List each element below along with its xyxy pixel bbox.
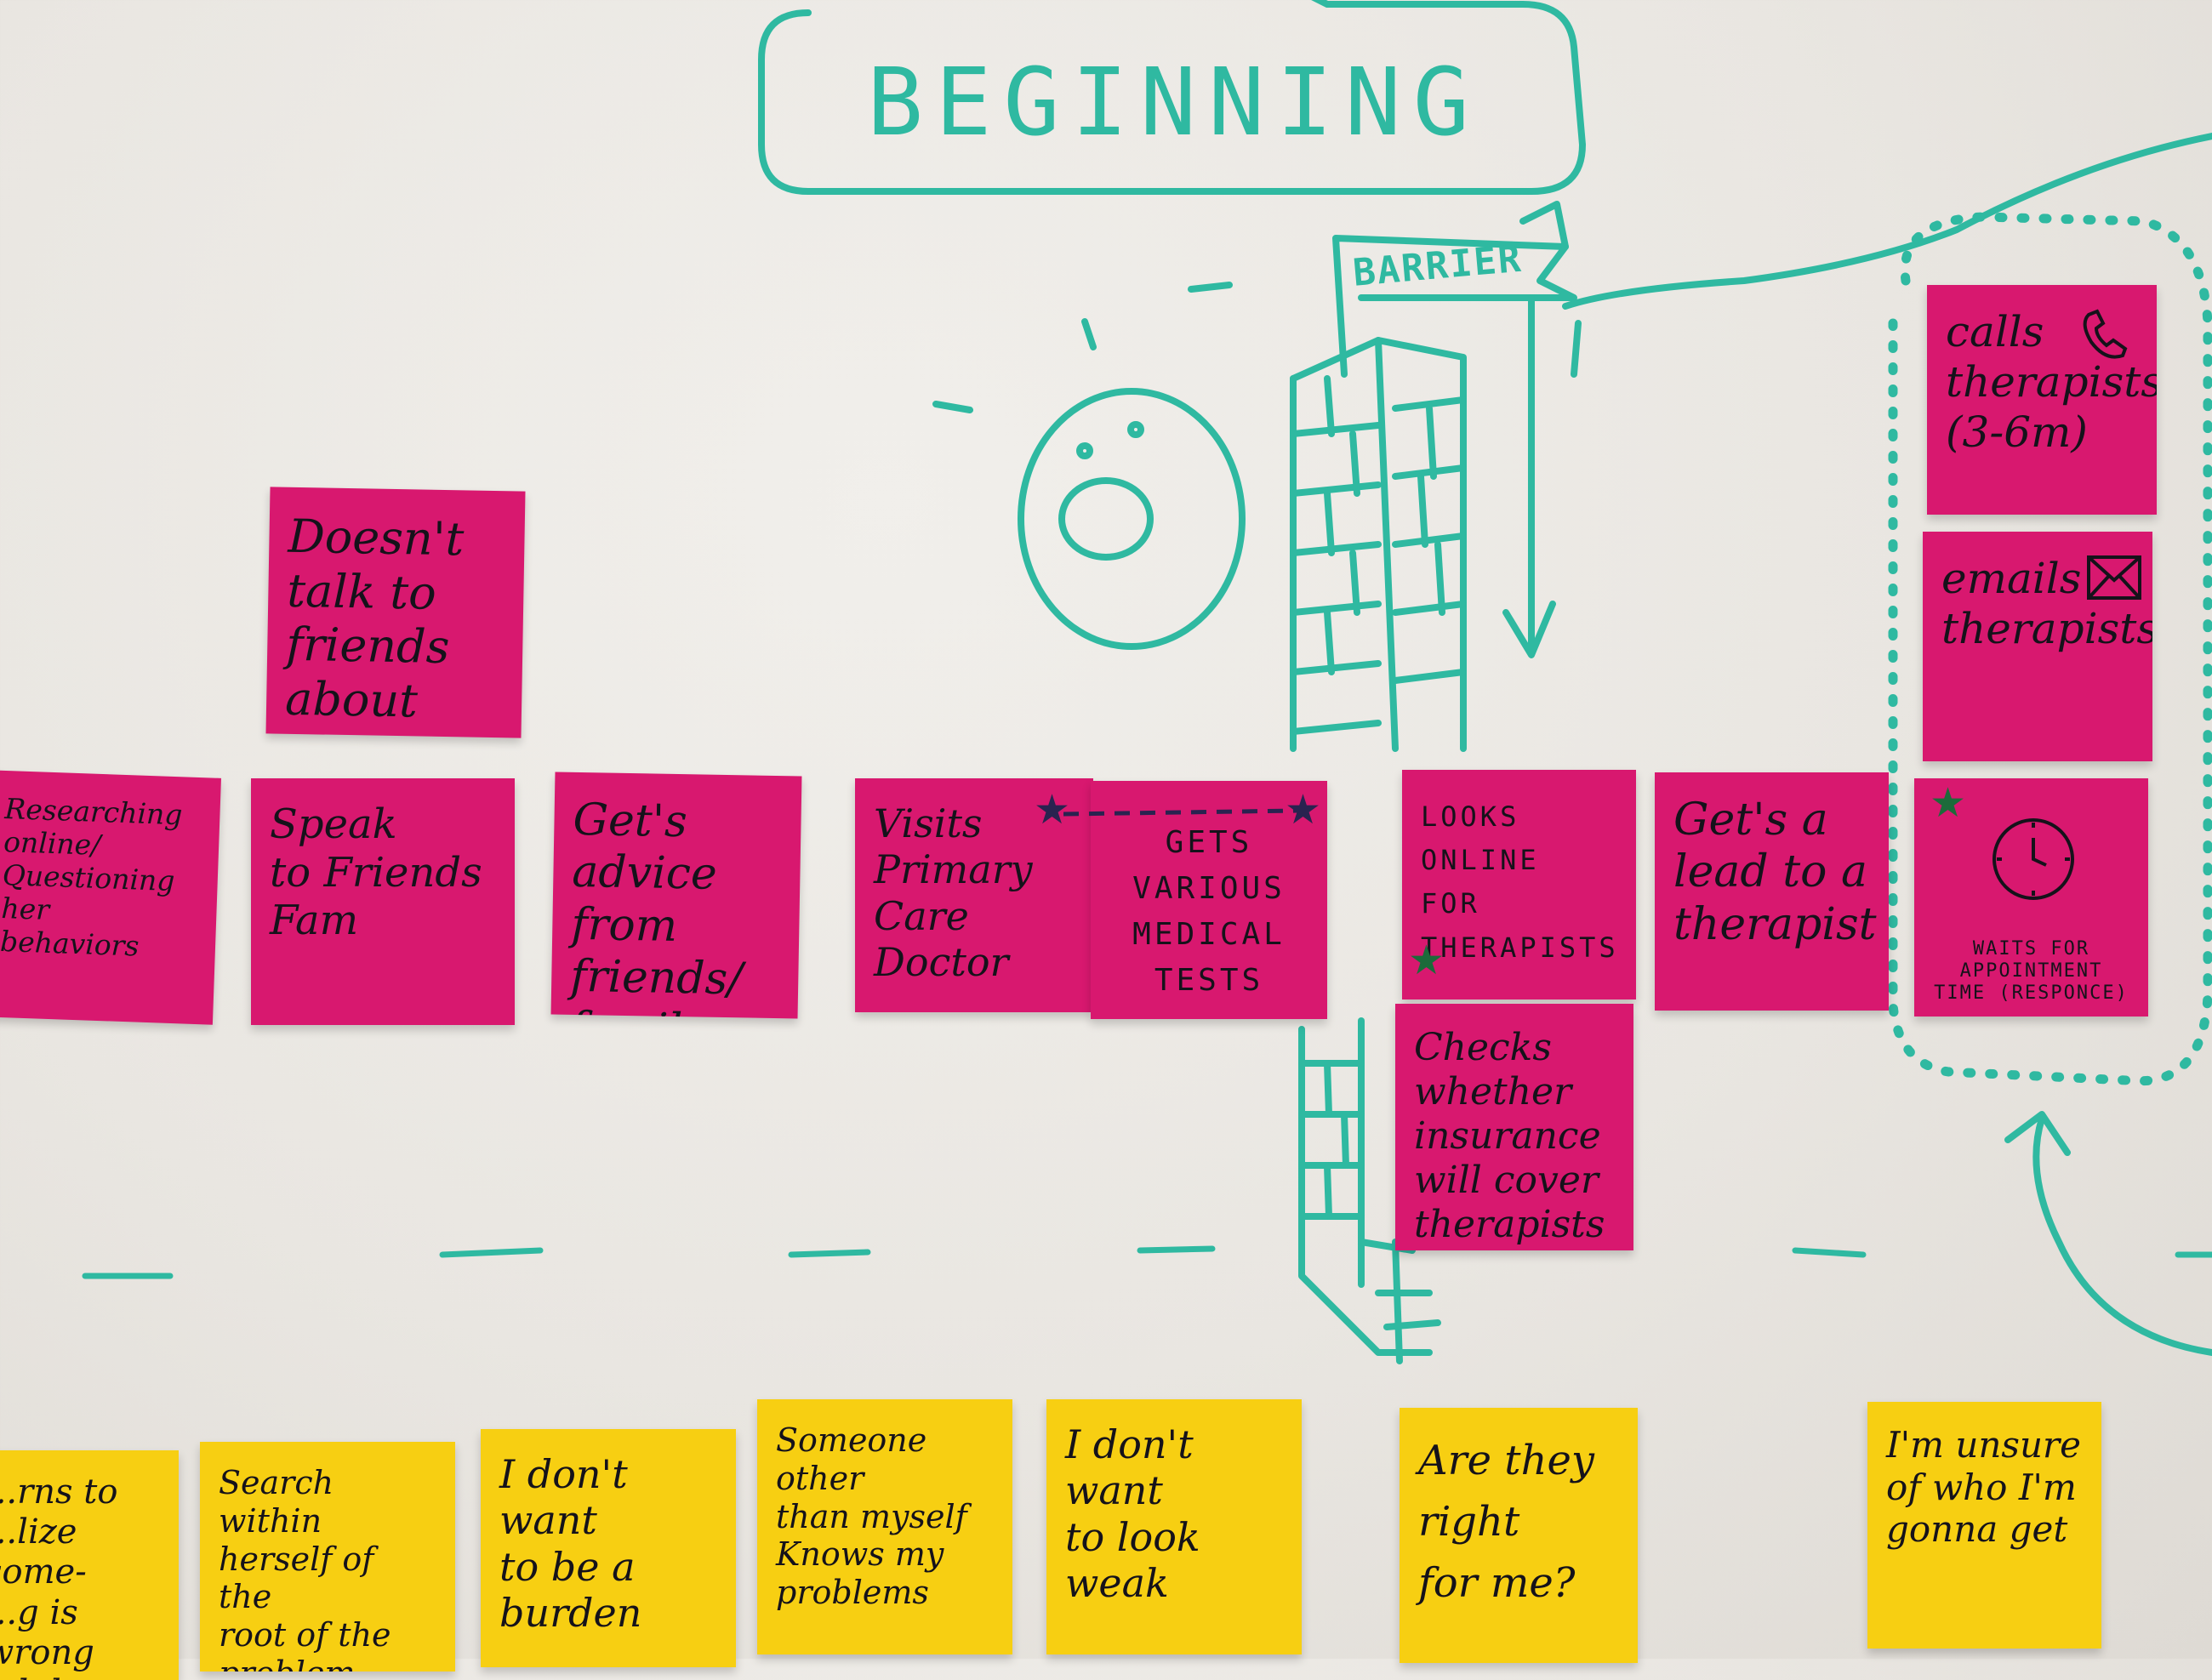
note-text: Visits Primary Care Doctor <box>874 800 1033 985</box>
note-text: WAITS FOR APPOINTMENT TIME (RESPONCE) <box>1934 938 2129 1005</box>
note-yellow-right-for-me: Are they right for me? <box>1400 1408 1638 1663</box>
surprised-face-doodle <box>932 282 1246 650</box>
note-text: Are they right for me? <box>1418 1437 1594 1607</box>
note-calls-therapists: calls therapists (3-6m) <box>1927 285 2157 515</box>
note-gets-lead: Get's a lead to a therapist <box>1655 772 1889 1011</box>
note-text: Checks whether insurance will cover ther… <box>1414 1026 1605 1246</box>
note-text: GETS VARIOUS MEDICAL TESTS <box>1132 825 1286 998</box>
star-icon: ★ <box>1285 786 1322 834</box>
note-text: Get's a lead to a therapist <box>1673 794 1877 950</box>
note-waits-appointment: WAITS FOR APPOINTMENT TIME (RESPONCE) <box>1914 778 2148 1017</box>
note-looks-online: LOOKS ONLINE FOR THERAPISTS <box>1402 770 1636 999</box>
note-yellow-realize: ...rns to ...lize some- ...g is wrong ..… <box>0 1450 179 1680</box>
note-text: Doesn't talk to friends about it <box>284 509 465 738</box>
note-yellow-unsure: I'm unsure of who I'm gonna get <box>1867 1402 2101 1649</box>
note-visits-doctor: Visits Primary Care Doctor <box>855 778 1093 1012</box>
note-text: ...rns to ...lize some- ...g is wrong ..… <box>0 1472 118 1680</box>
phone-icon <box>2083 309 2128 359</box>
down-arrow <box>1502 294 1556 658</box>
star-icon: ★ <box>1034 786 1071 834</box>
note-text: Someone other than myself Knows my probl… <box>776 1421 967 1612</box>
clock-icon <box>1993 818 2074 900</box>
envelope-icon <box>2087 555 2141 600</box>
note-doesnt-talk: Doesn't talk to friends about it <box>265 487 526 738</box>
note-checks-insurance: Checks whether insurance will cover ther… <box>1395 1004 1633 1250</box>
note-text: I'm unsure of who I'm gonna get <box>1886 1424 2081 1551</box>
dotted-loop <box>1888 212 2212 1086</box>
note-medical-tests: GETS VARIOUS MEDICAL TESTS <box>1091 781 1327 1019</box>
note-researching-online: Researching online/ Questioning her beha… <box>0 770 221 1025</box>
note-text: emails therapists <box>1941 554 2152 653</box>
note-text: calls therapists (3-6m) <box>1946 307 2157 457</box>
note-text: Researching online/ Questioning her beha… <box>0 792 184 963</box>
brick-wall-doodle <box>1290 337 1467 1364</box>
curve-arrow <box>2004 1111 2212 1356</box>
barrier-flag-doodle <box>1332 201 1577 378</box>
note-text: Speak to Friends Fam <box>270 800 482 945</box>
timeline-dashes <box>82 1245 2212 1279</box>
note-yellow-search-within: Search within herself of the root of the… <box>200 1442 455 1671</box>
note-yellow-someone-other: Someone other than myself Knows my probl… <box>757 1399 1012 1654</box>
note-yellow-look-weak: I don't want to look weak <box>1046 1399 1302 1654</box>
star-icon: ★ <box>1930 779 1967 827</box>
note-speak-to-friends: Speak to Friends Fam <box>251 778 515 1025</box>
note-emails-therapists: emails therapists <box>1923 532 2152 761</box>
note-text: Get's advice from friends/ family <box>569 794 744 1019</box>
note-text: Search within herself of the root of the… <box>219 1464 391 1671</box>
note-yellow-burden: I don't want to be a burden <box>481 1429 736 1667</box>
dashed-connector <box>1063 808 1298 817</box>
title-box <box>758 0 1586 195</box>
note-text: LOOKS ONLINE FOR THERAPISTS <box>1421 800 1619 964</box>
star-icon: ★ <box>1408 937 1445 984</box>
note-text: I don't want to look weak <box>1065 1421 1200 1606</box>
page-title: BEGINNING <box>866 48 1482 157</box>
note-gets-advice: Get's advice from friends/ family <box>550 772 802 1019</box>
flow-line <box>1562 133 2212 310</box>
note-text: I don't want to be a burden <box>499 1451 642 1636</box>
